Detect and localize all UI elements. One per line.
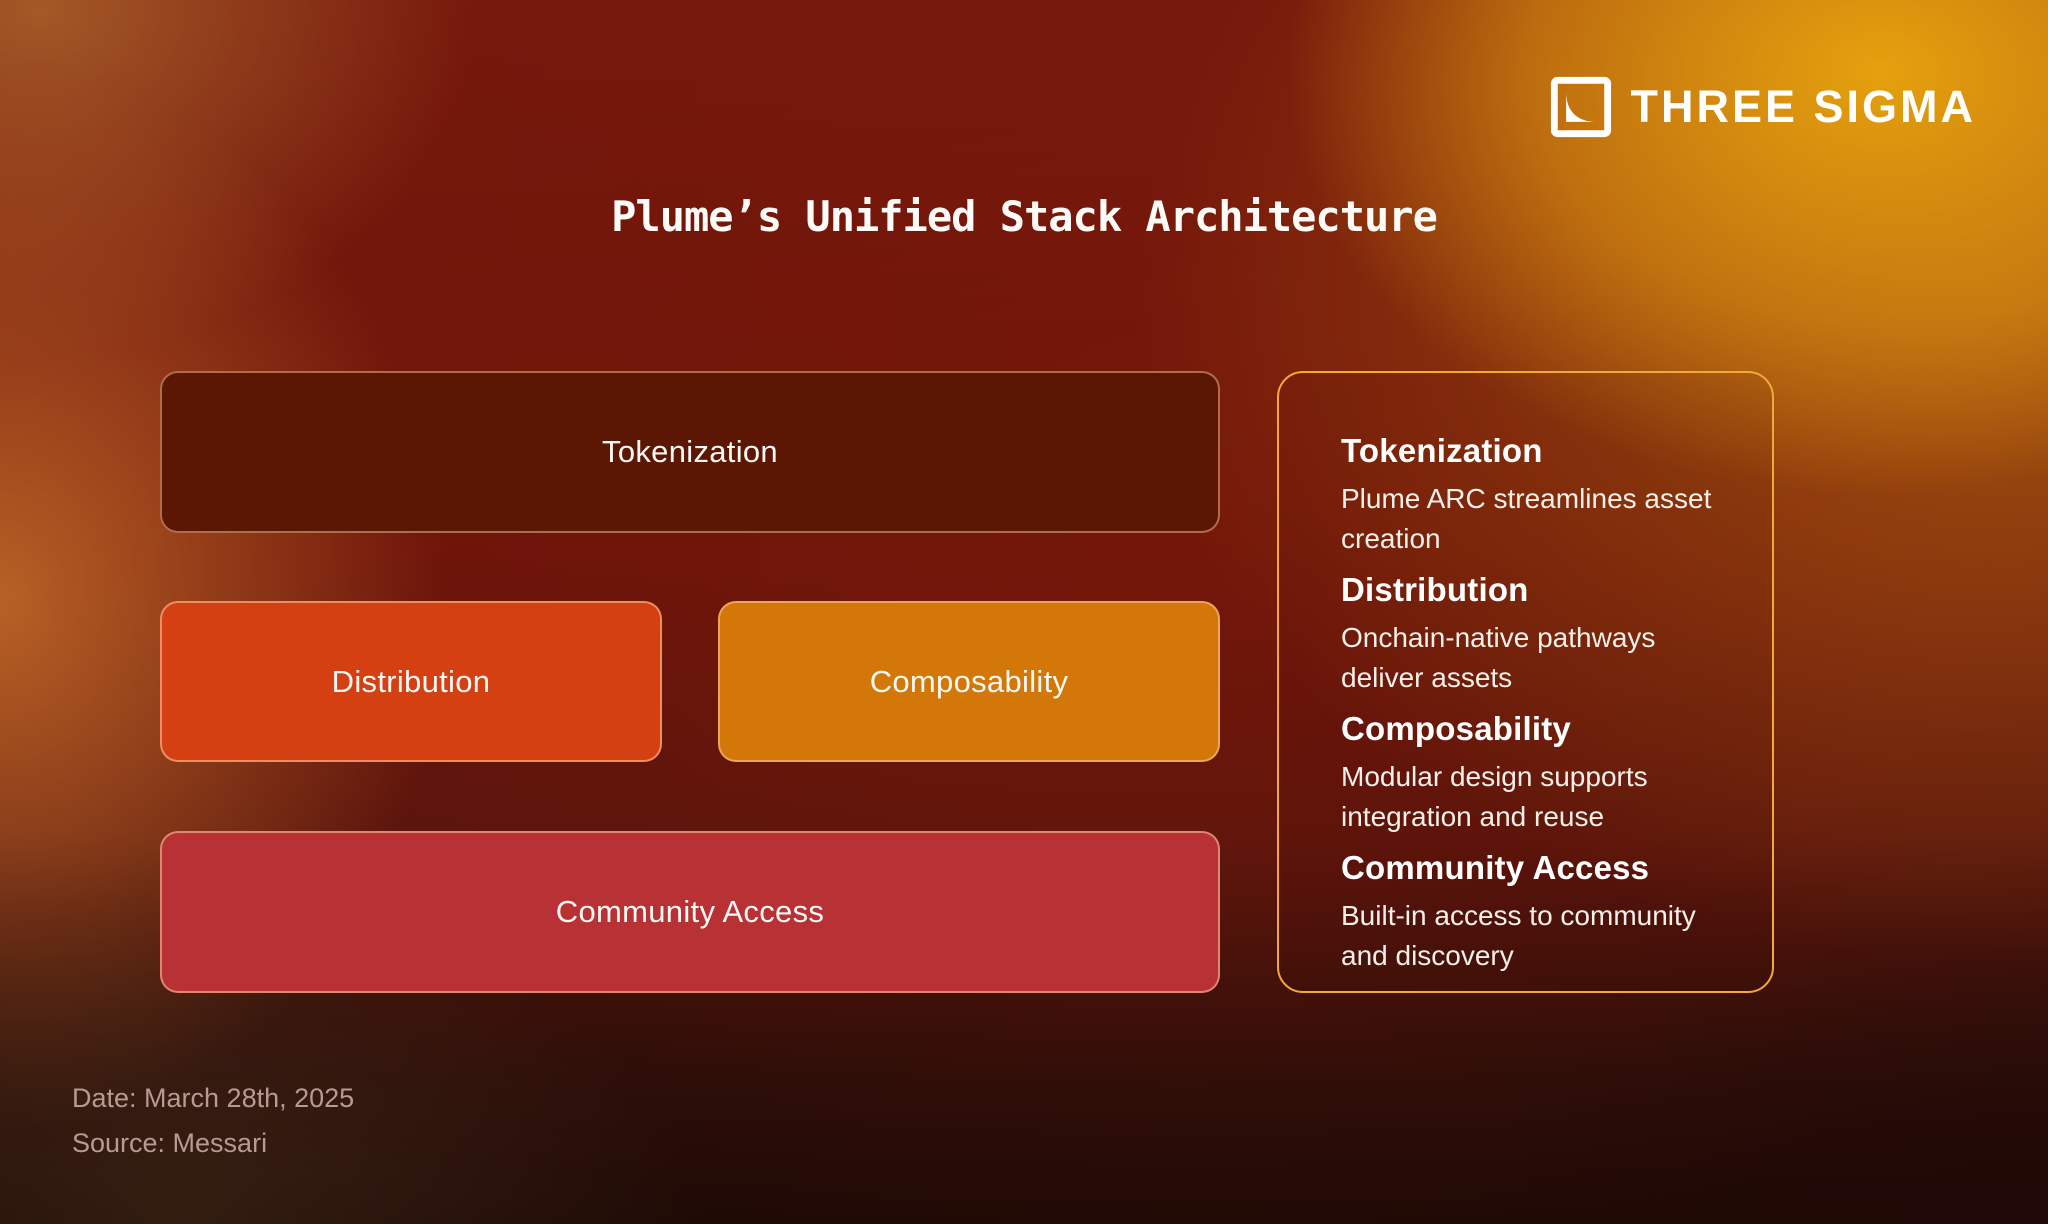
stack-box-distribution: Distribution [160,601,662,762]
legend-item-tokenization: Tokenization Plume ARC streamlines asset… [1341,429,1732,559]
legend-item-community-access: Community Access Built-in access to comm… [1341,846,1732,976]
stack-box-label: Composability [869,663,1069,699]
brand-logo: THREE SIGMA [1550,76,1976,138]
legend-heading: Tokenization [1341,432,1543,469]
footer-credits: Date: March 28th, 2025 Source: Messari [72,1076,354,1166]
stack-box-tokenization: Tokenization [160,371,1220,533]
legend-description: Modular design supports integration and … [1341,761,1648,832]
legend-item-distribution: Distribution Onchain-native pathways del… [1341,568,1732,698]
legend-heading: Community Access [1341,849,1650,886]
legend-description: Built-in access to community and discove… [1341,900,1696,971]
legend-description: Onchain-native pathways deliver assets [1341,622,1656,693]
legend-heading: Composability [1341,710,1571,747]
stack-box-label: Community Access [555,894,825,929]
legend-heading: Distribution [1341,571,1529,608]
stack-box-label: Tokenization [602,434,778,469]
page-title: Plume’s Unified Stack Architecture [611,192,1438,241]
source-label: Source: Messari [72,1128,268,1158]
stack-box-label: Distribution [331,663,491,699]
stack-box-composability: Composability [718,601,1220,762]
legend-item-composability: Composability Modular design supports in… [1341,707,1732,837]
stack-box-community-access: Community Access [160,831,1220,993]
legend-description: Plume ARC streamlines asset creation [1341,483,1712,554]
three-sigma-logo-icon [1551,76,1612,138]
date-label: Date: March 28th, 2025 [72,1083,355,1113]
legend-panel: Tokenization Plume ARC streamlines asset… [1277,371,1774,993]
brand-name: THREE SIGMA [1630,81,1976,132]
